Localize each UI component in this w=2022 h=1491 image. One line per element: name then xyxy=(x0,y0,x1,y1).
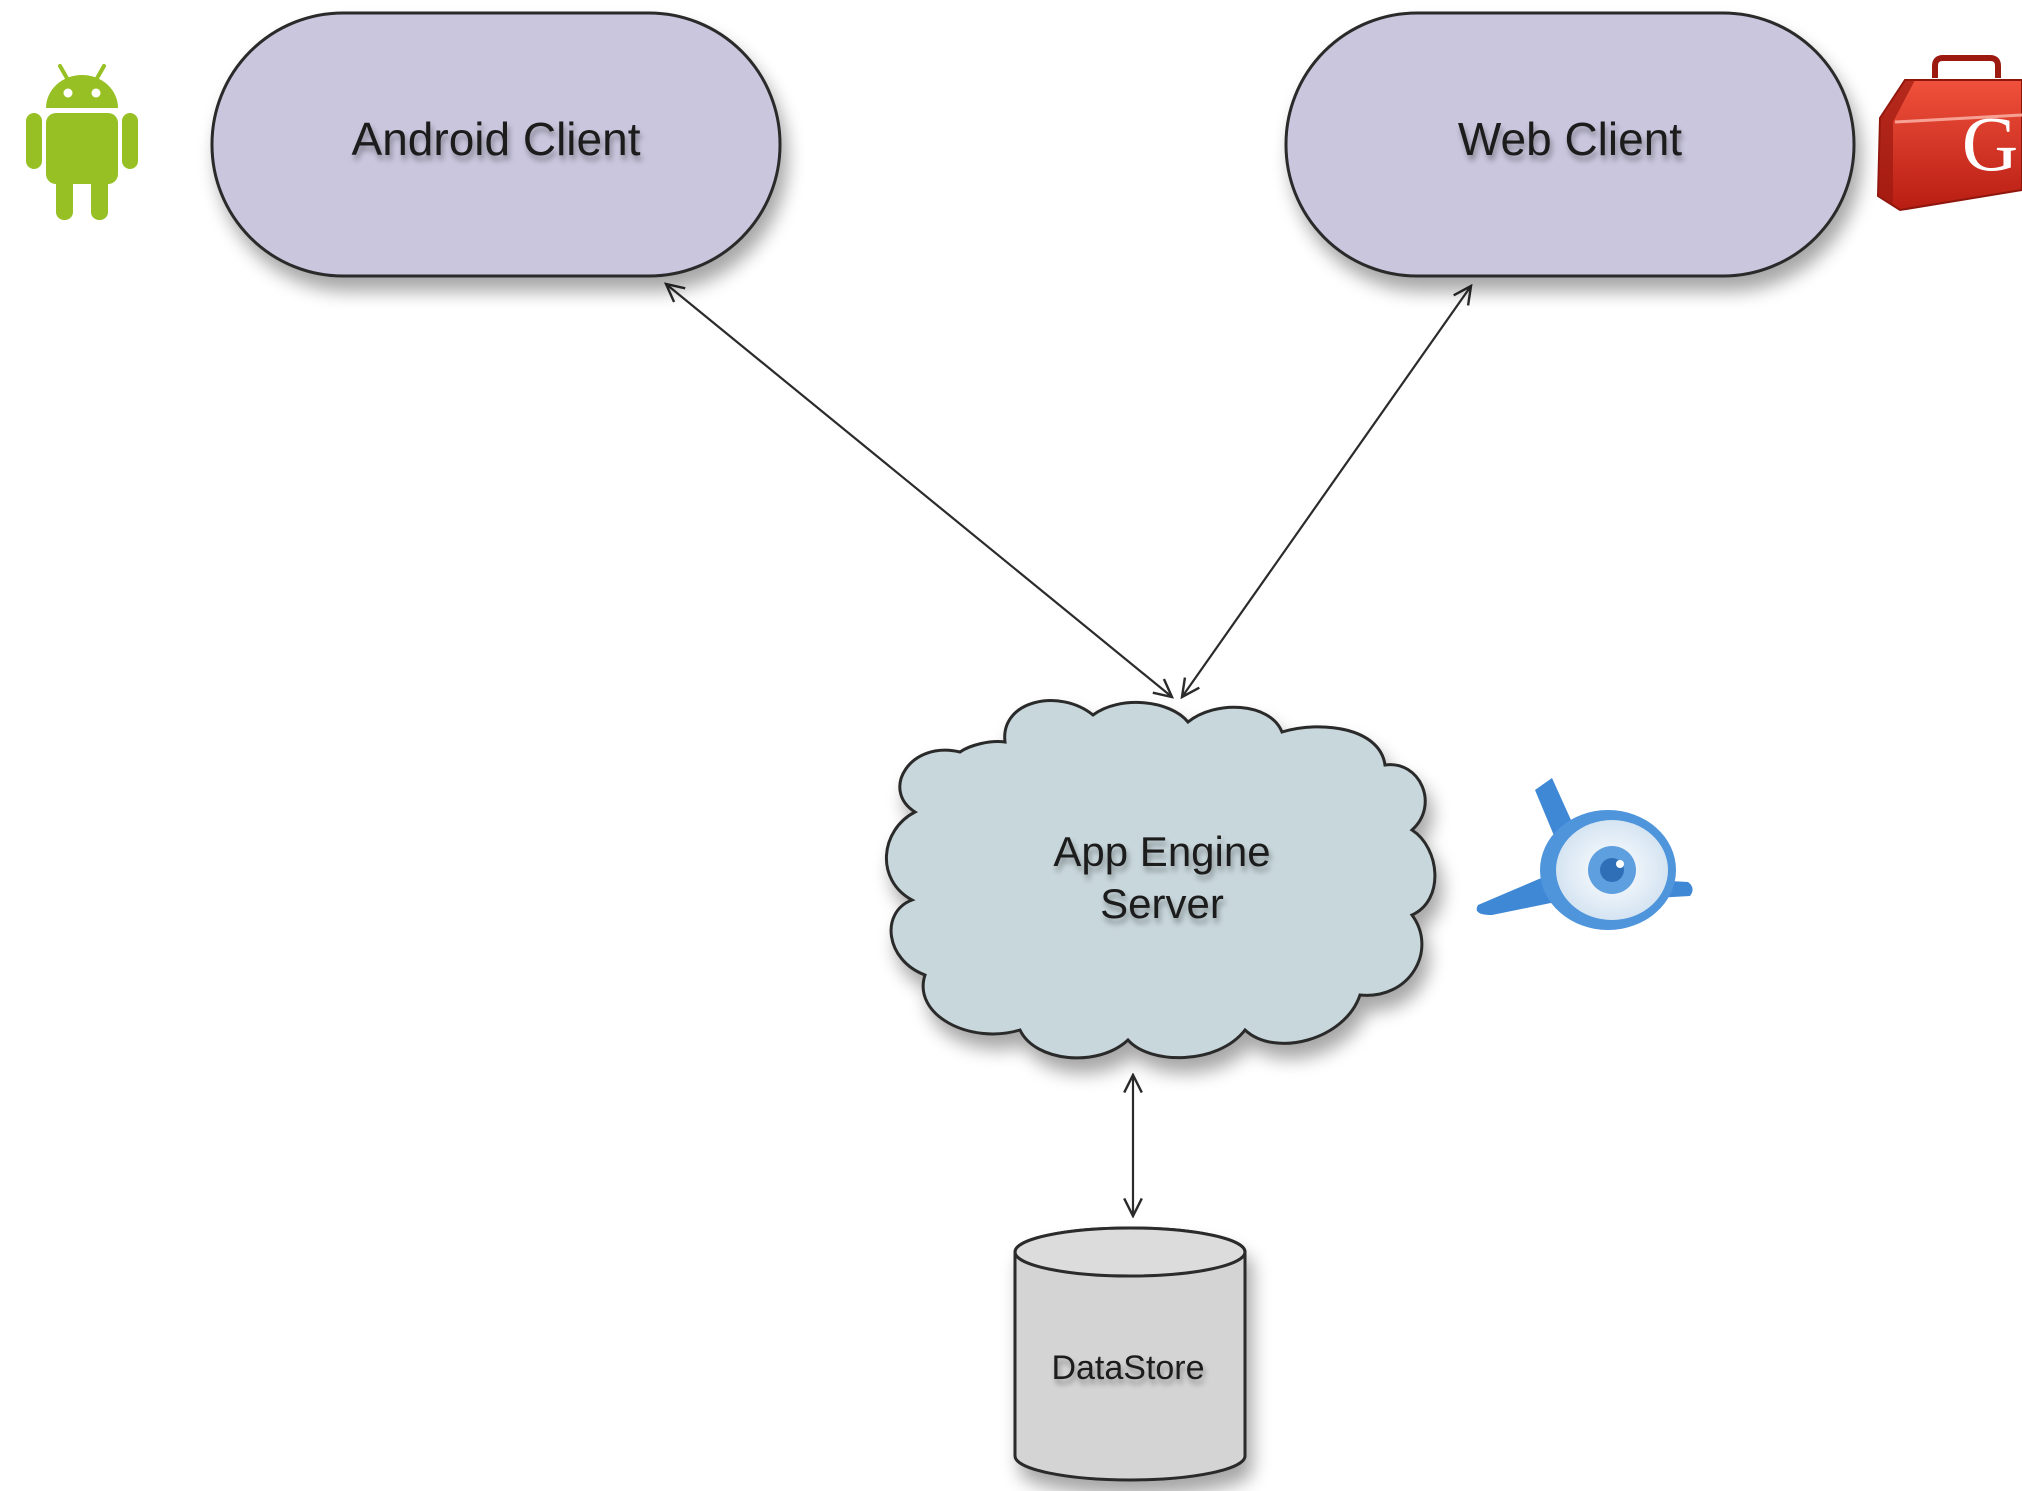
android-client-box[interactable] xyxy=(210,11,782,278)
android-robot-icon xyxy=(26,64,138,220)
edge-android-appengine xyxy=(666,284,1172,697)
android-client-label: Android Client xyxy=(352,113,641,165)
web-client-box[interactable] xyxy=(1284,11,1856,278)
app-engine-label-line1: App Engine xyxy=(1053,828,1270,875)
datastore-cylinder-top xyxy=(1013,1226,1247,1278)
edges xyxy=(666,284,1471,1216)
app-engine-server-node[interactable]: App Engine Server xyxy=(885,699,1437,1060)
datastore-node[interactable]: DataStore xyxy=(1013,1226,1247,1482)
web-client-label: Web Client xyxy=(1458,113,1682,165)
app-engine-label-line2: Server xyxy=(1100,880,1224,927)
edge-web-appengine xyxy=(1182,286,1471,697)
web-client-node[interactable]: Web Client xyxy=(1284,11,1856,278)
app-engine-cloud-shape[interactable] xyxy=(885,699,1437,1060)
app-engine-jet-icon xyxy=(1476,778,1693,930)
datastore-label: DataStore xyxy=(1051,1349,1204,1387)
android-client-node[interactable]: Android Client xyxy=(210,11,782,278)
gwt-toolbox-icon: G xyxy=(1876,55,2022,212)
gwt-letter-g: G xyxy=(1962,100,2018,187)
